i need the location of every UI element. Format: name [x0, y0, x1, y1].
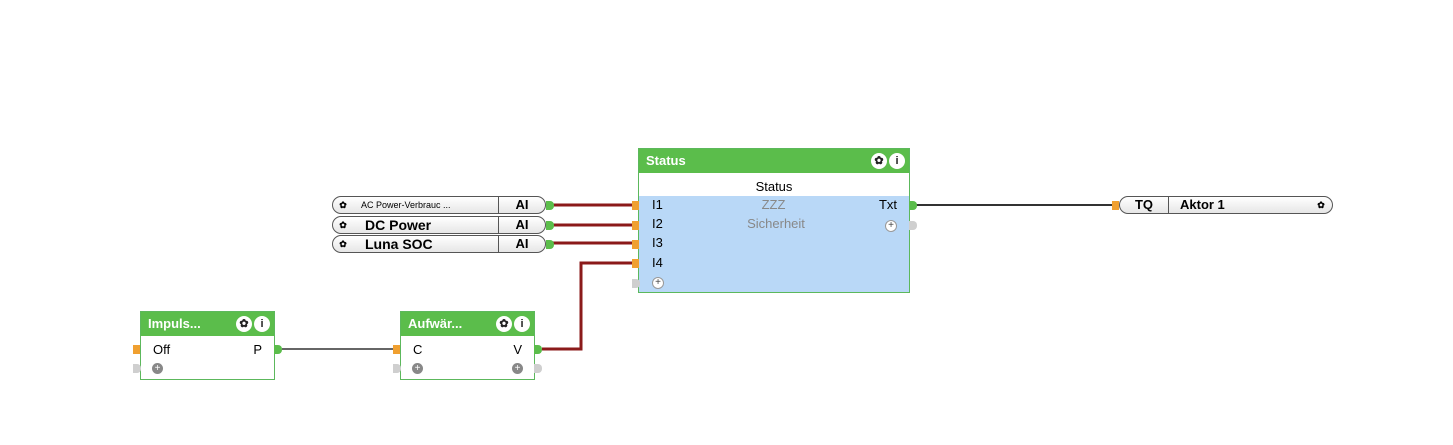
block-subtitle: Status	[755, 179, 793, 194]
input-ref-type: AI	[498, 236, 545, 252]
output-port-placeholder[interactable]	[909, 221, 917, 230]
input-port-placeholder[interactable]	[133, 364, 141, 373]
input-ref-name: AC Power-Verbrauc ...	[361, 200, 451, 210]
input-label-i3: I3	[652, 235, 663, 250]
input-port-c[interactable]	[393, 345, 400, 354]
output-port-v[interactable]	[534, 345, 542, 354]
input-ref-type: AI	[498, 197, 545, 213]
block-title: Aufwär...	[408, 316, 463, 331]
add-input-icon[interactable]: +	[152, 363, 163, 374]
block-title: Status	[646, 153, 686, 168]
gear-icon[interactable]: ✿	[339, 200, 347, 210]
input-port-off[interactable]	[133, 345, 140, 354]
input-port-i4[interactable]	[632, 259, 639, 268]
output-port-txt[interactable]	[909, 201, 917, 210]
status-block[interactable]: Status ✿ i Status I1 I2 I3 I4 + ZZZ Sich…	[638, 148, 910, 293]
add-input-icon[interactable]: +	[412, 363, 423, 374]
gear-icon[interactable]: ✿	[871, 153, 887, 169]
output-ref-type: TQ	[1120, 197, 1169, 213]
output-label-txt: Txt	[878, 197, 897, 212]
center-text-sicherheit: Sicherheit	[747, 216, 805, 231]
output-port-placeholder[interactable]	[534, 364, 542, 373]
gear-icon[interactable]: ✿	[1317, 200, 1325, 210]
output-label-p: P	[253, 342, 262, 357]
info-icon[interactable]: i	[889, 153, 905, 169]
input-ref-luna-soc[interactable]: ✿ Luna SOC AI	[332, 235, 546, 253]
add-input-icon[interactable]: +	[652, 277, 664, 289]
gear-icon[interactable]: ✿	[339, 239, 347, 249]
input-ref-name: DC Power	[365, 217, 432, 233]
output-ref-aktor[interactable]: TQ Aktor 1 ✿	[1119, 196, 1333, 214]
add-output-icon[interactable]: +	[885, 220, 897, 232]
input-label-i4: I4	[652, 255, 663, 270]
add-output-icon[interactable]: +	[512, 363, 523, 374]
info-icon[interactable]: i	[254, 316, 270, 332]
block-header[interactable]: Aufwär... ✿ i	[401, 312, 534, 336]
output-port[interactable]	[546, 201, 554, 210]
input-label-i2: I2	[652, 216, 663, 231]
gear-icon[interactable]: ✿	[236, 316, 252, 332]
gear-icon[interactable]: ✿	[496, 316, 512, 332]
center-text-zzz: ZZZ	[761, 197, 786, 212]
output-port-p[interactable]	[274, 345, 282, 354]
input-port-placeholder[interactable]	[393, 364, 401, 373]
input-ref-type: AI	[498, 217, 545, 233]
block-title: Impuls...	[148, 316, 201, 331]
output-port[interactable]	[546, 240, 554, 249]
gear-icon[interactable]: ✿	[339, 220, 347, 230]
info-icon[interactable]: i	[514, 316, 530, 332]
input-label-c: C	[413, 342, 423, 357]
wire-v-to-i4	[542, 261, 638, 351]
input-port-i1[interactable]	[632, 201, 639, 210]
input-label-off: Off	[153, 342, 171, 357]
output-port[interactable]	[546, 221, 554, 230]
input-port-placeholder[interactable]	[632, 279, 640, 288]
block-body	[639, 196, 909, 292]
input-port-aktor[interactable]	[1112, 201, 1119, 210]
input-label-i1: I1	[652, 197, 663, 212]
input-ref-ac-power[interactable]: ✿ AC Power-Verbrauc ... AI	[332, 196, 546, 214]
output-ref-name: Aktor 1	[1180, 197, 1225, 212]
aufwaerts-block[interactable]: Aufwär... ✿ i C V + +	[400, 311, 535, 380]
input-ref-name: Luna SOC	[365, 236, 433, 252]
input-port-i3[interactable]	[632, 240, 639, 249]
output-label-v: V	[513, 342, 522, 357]
input-ref-dc-power[interactable]: ✿ DC Power AI	[332, 216, 546, 234]
block-header[interactable]: Status ✿ i	[639, 149, 909, 173]
block-header[interactable]: Impuls... ✿ i	[141, 312, 274, 336]
input-port-i2[interactable]	[632, 221, 639, 230]
impuls-block[interactable]: Impuls... ✿ i Off P +	[140, 311, 275, 380]
block-subtitle-row: Status	[639, 177, 909, 196]
